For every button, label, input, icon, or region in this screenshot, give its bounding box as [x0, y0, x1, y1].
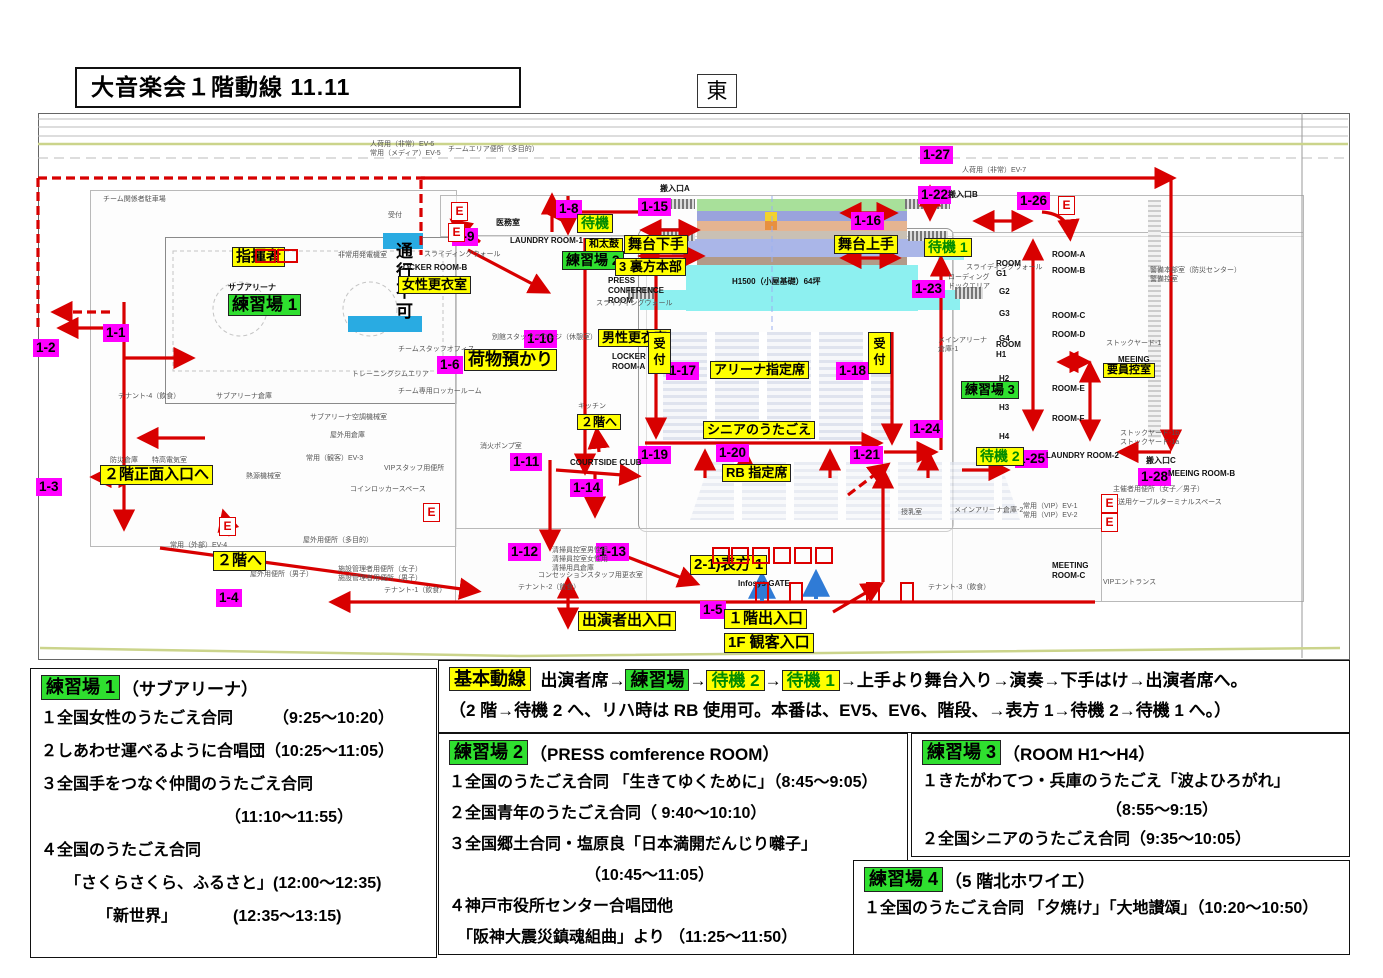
stage-stair-nw: [650, 199, 695, 209]
schedule-line: 「阪神大震災鎮魂組曲」より （11:25～11:50）: [449, 929, 798, 946]
practice3-subtitle: （ROOM H1～H4）: [1003, 745, 1156, 764]
schedule-line: （8:55～9:15）: [922, 802, 1219, 819]
route-chip-wait: 待機 1: [781, 670, 840, 691]
practice4-lines: １全国のうたごえ合同 「夕焼け」「大地讃頌」（10:20～10:50）: [864, 894, 1339, 924]
schedule-line: ４神戸市役所センター合唱団他: [449, 898, 674, 915]
practice2-lines: １全国のうたごえ合同 「生きてゆくために」（8:45～9:05） ２全国青年のうた…: [449, 767, 897, 953]
east-seating-strip: [1148, 200, 1161, 438]
schedule-box-route: 基本動線 出演者席→練習場→待機 2→待機 1→上手より舞台入り→演奏→下手はけ…: [438, 660, 1350, 733]
stage-stair-sw: [628, 287, 656, 299]
practice1-lines: １全国女性のうたごえ合同 （9:25～10:20） ２しあわせ運べるように合唱団（…: [41, 702, 426, 933]
route-text: →上手より舞台入り→演奏→下手はけ→出演者席へ。: [839, 671, 1248, 690]
schedule-box-practice1: 練習場 1 （サブアリーナ） １全国女性のうたごえ合同 （9:25～10:20）…: [30, 668, 437, 958]
stage-band-salmon: [697, 221, 907, 231]
schedule-line: １全国女性のうたごえ合同 （9:25～10:20）: [41, 710, 394, 727]
schedule-box-practice3: 練習場 3 （ROOM H1～H4） １きたがわてつ・兵庫のうたごえ「波よひろが…: [911, 733, 1350, 857]
schedule-line: ２全国青年のうたごえ合同（ 9:40～10:10）: [449, 805, 767, 822]
route-text: →: [764, 671, 782, 690]
schedule-line: （10:45～11:05）: [449, 867, 714, 884]
practice4-chip: 練習場 4: [864, 867, 944, 892]
page-title: 大音楽会１階動線 11.11: [75, 67, 521, 108]
practice3-lines: １きたがわてつ・兵庫のうたごえ「波よひろがれ」 （8:55～9:15） ２全国シニ…: [922, 767, 1339, 854]
compass-east: 東: [697, 74, 737, 108]
no-entry-bar-top: [383, 233, 423, 249]
schedule-line: ４全国のうたごえ合同: [41, 842, 202, 859]
schedule-box-practice4: 練習場 4 （5 階北ホワイエ） １全国のうたごえ合同 「夕焼け」「大地讃頌」（…: [853, 860, 1350, 955]
practice1-chip: 練習場 1: [41, 675, 121, 700]
stage-band-gray: [697, 231, 907, 239]
schedule-line: ２しあわせ運べるように合唱団（10:25～11:05）: [41, 743, 394, 760]
schedule-line: １全国のうたごえ合同 「生きてゆくために」（8:45～9:05）: [449, 774, 878, 791]
route-text: 出演者席→: [531, 671, 626, 690]
schedule-line: ３全国手をつなぐ仲間のうたごえ合同: [41, 776, 314, 793]
schedule-line: １全国のうたごえ合同 「夕焼け」「大地讃頌」（10:20～10:50）: [864, 900, 1319, 917]
schedule-line: 「新世界」 (12:35～13:15): [41, 908, 342, 925]
route-line-2: （2 階→待機 2 へ、リハ時は RB 使用可。本番は、EV5、EV6、階段、→…: [449, 700, 1232, 720]
stage-label: H1500（小屋基礎）64坪: [732, 277, 821, 286]
route-line-1: 基本動線 出演者席→練習場→待機 2→待機 1→上手より舞台入り→演奏→下手はけ…: [449, 666, 1339, 692]
schedule-line: ２全国シニアのうたごえ合同（9:35～10:05）: [922, 831, 1251, 848]
schedule-line: １きたがわてつ・兵庫のうたごえ「波よひろがれ」: [922, 773, 1290, 790]
route-text: →: [689, 671, 707, 690]
stage-floor-cyan: [686, 265, 918, 311]
practice2-subtitle: （PRESS comference ROOM）: [530, 745, 780, 764]
stage-stair-e: [908, 231, 948, 241]
practice3-chip: 練習場 3: [922, 740, 1002, 765]
schedule-line: 「さくらさくら、ふるさと」(12:00～12:35): [41, 875, 382, 892]
stage-center-mark-2: [765, 221, 777, 230]
no-entry-bar-bottom: [348, 316, 422, 332]
route-chip: 基本動線: [449, 666, 531, 691]
route-chip-wait: 待機 2: [706, 670, 765, 691]
schedule-line: ３全国郷土合同・塩原良「日本満開だんじり囃子」: [449, 836, 818, 853]
stage-stair-se: [955, 287, 983, 299]
route-chip-green: 練習場: [625, 669, 690, 691]
practice1-subtitle: （サブアリーナ）: [122, 680, 259, 699]
practice2-chip: 練習場 2: [449, 740, 529, 765]
schedule-line: （11:10～11:55）: [41, 809, 354, 826]
stage-band-blue: [697, 211, 907, 221]
stage-band-brown: [697, 257, 907, 265]
schedule-box-practice2: 練習場 2 （PRESS comference ROOM） １全国のうたごえ合同…: [438, 733, 908, 955]
practice4-subtitle: （5 階北ホワイエ）: [945, 872, 1096, 891]
stage-center-mark-1: [765, 212, 777, 221]
